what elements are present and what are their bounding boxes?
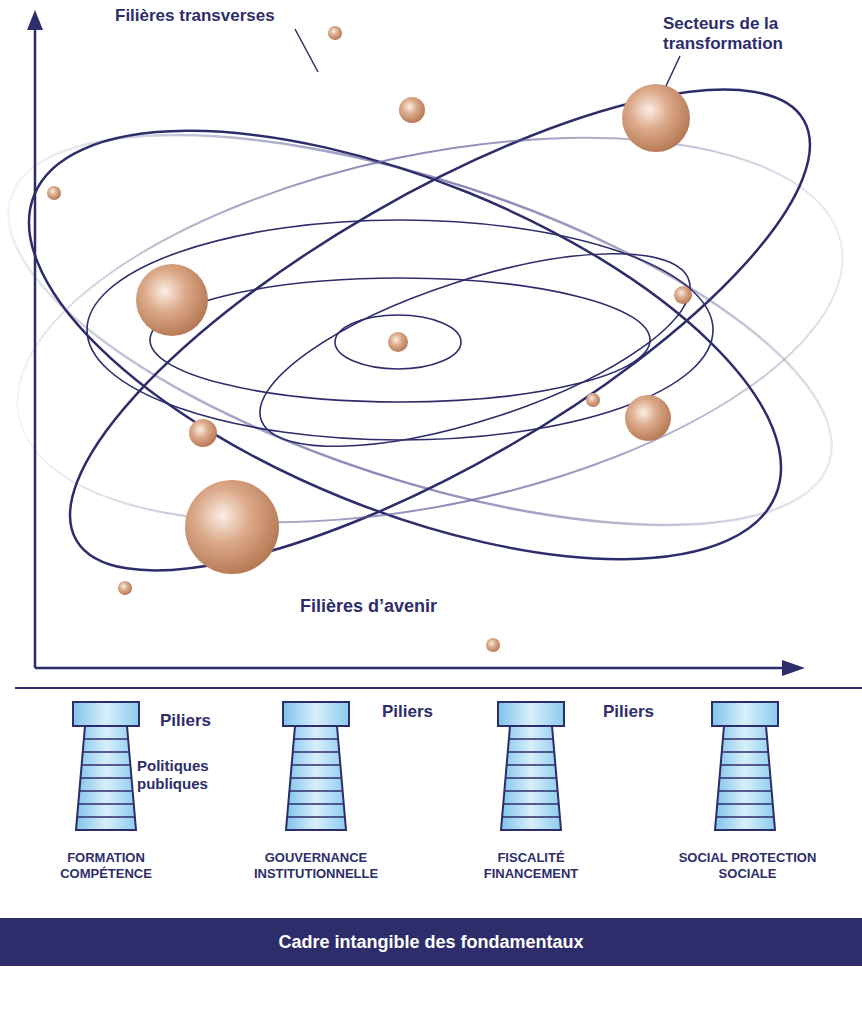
pillar-label: Piliers xyxy=(160,711,240,731)
pillar-caption: GOUVERNANCE INSTITUTIONNELLE xyxy=(226,850,406,881)
pillar-caption: FORMATION COMPÉTENCE xyxy=(36,850,176,881)
band-text: Cadre intangible des fondamentaux xyxy=(278,932,583,953)
policy-label: Politiques publiques xyxy=(137,757,217,793)
foundation-band: Cadre intangible des fondamentaux xyxy=(0,918,862,966)
region-label: Filières transverses xyxy=(115,6,315,26)
pillar-label: Piliers xyxy=(603,702,683,722)
leader-lines xyxy=(295,29,680,86)
callout-label: Secteurs de la transformation xyxy=(663,14,853,55)
pillar-caption: FISCALITÉ FINANCEMENT xyxy=(451,850,611,881)
orbits xyxy=(0,3,862,657)
region-label: Filières d’avenir xyxy=(300,596,500,618)
pillar-caption: SOCIAL PROTECTION SOCIALE xyxy=(655,850,840,881)
pillar-label: Piliers xyxy=(382,702,462,722)
axes xyxy=(15,10,862,688)
planets xyxy=(47,26,692,652)
pillars xyxy=(73,702,778,830)
